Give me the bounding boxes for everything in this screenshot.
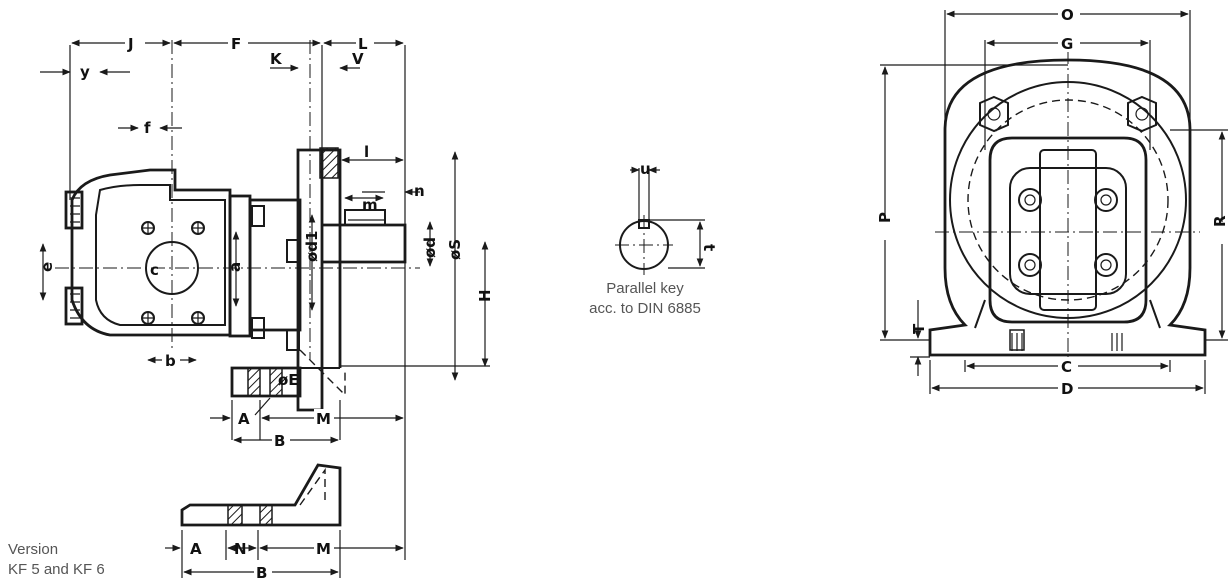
dim-D: D [1061, 380, 1073, 398]
dim-V: V [352, 50, 364, 68]
version-caption-line1: Version [8, 541, 59, 558]
version-dim-A: A [190, 540, 202, 558]
version-foot-drawing [165, 463, 404, 578]
front-view-dimensions [880, 10, 1228, 394]
dim-H: H [476, 289, 494, 302]
dim-E: øE [278, 371, 299, 389]
key-dim-t: t [700, 244, 718, 251]
version-caption-line2: KF 5 and KF 6 [8, 561, 105, 578]
dim-B: B [274, 432, 285, 450]
version-dim-M: M [316, 540, 331, 558]
side-view [55, 40, 420, 412]
dim-y: y [80, 63, 90, 81]
parallel-key-caption-line1: Parallel key [606, 280, 684, 297]
dim-G: G [1061, 35, 1073, 53]
version-caption: Version KF 5 and KF 6 [8, 540, 158, 580]
key-dim-u: u [640, 160, 651, 178]
dim-O: O [1061, 6, 1074, 24]
dim-M: M [316, 410, 331, 428]
dim-C: C [1061, 358, 1072, 376]
dim-d: ød [421, 237, 439, 258]
version-dim-N: N [234, 540, 247, 558]
dim-f: f [144, 119, 151, 137]
dim-n: n [414, 182, 425, 200]
dim-a: a [226, 262, 244, 272]
dim-R: R [1211, 215, 1229, 227]
dim-K: K [270, 50, 283, 68]
dim-L: L [358, 35, 368, 53]
dim-F: F [231, 35, 241, 53]
dim-d1: ød1 [303, 231, 321, 262]
dim-l: l [364, 143, 369, 161]
dim-b: b [165, 352, 176, 370]
dim-S: øS [446, 239, 464, 260]
dim-P: P [876, 212, 894, 223]
dim-J: J [127, 35, 134, 53]
parallel-key-caption-line2: acc. to DIN 6885 [589, 300, 701, 317]
dim-T: T [910, 323, 928, 334]
side-view-dimensions [39, 39, 490, 560]
parallel-key-detail [615, 166, 705, 275]
dim-c: c [150, 261, 159, 279]
dim-A: A [238, 410, 250, 428]
dim-m: m [362, 196, 378, 214]
version-dim-B: B [256, 564, 267, 580]
dim-e: e [38, 262, 56, 272]
front-view [928, 50, 1207, 370]
parallel-key-caption: Parallel key acc. to DIN 6885 [575, 279, 715, 319]
dimension-labels: J F L K V y f l m n c e a b ød1 ød øS H … [38, 5, 1229, 580]
